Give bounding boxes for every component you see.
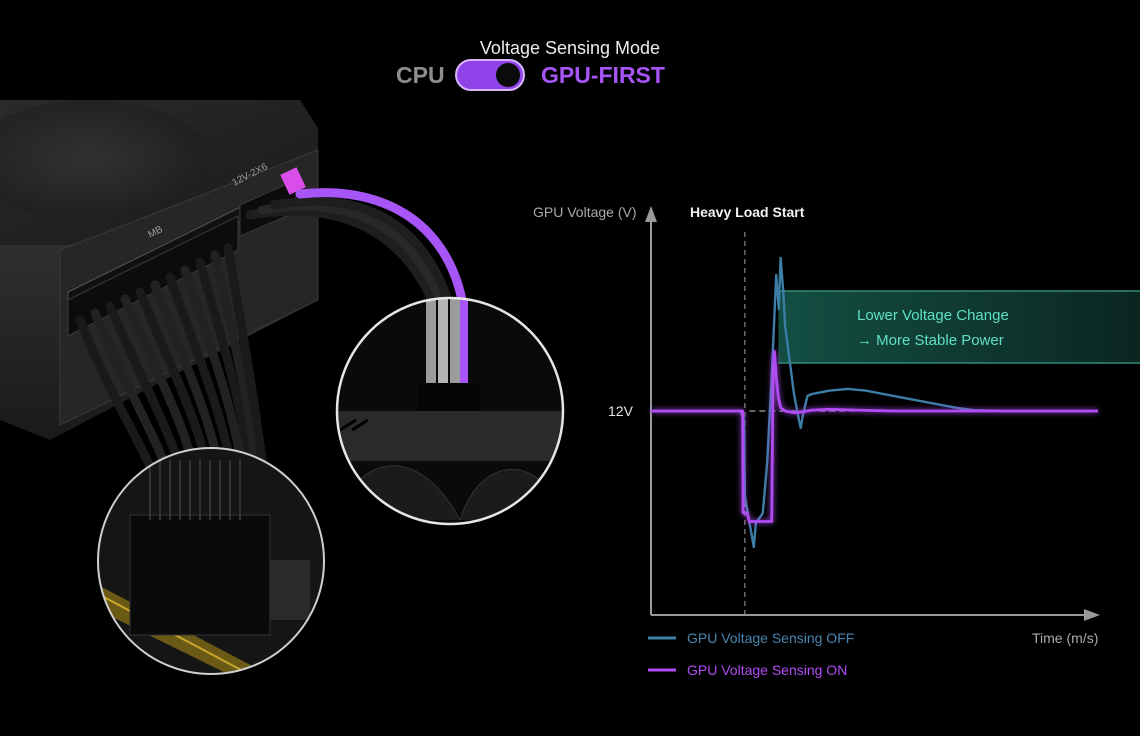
x-axis-label: Time (m/s) (1032, 630, 1098, 646)
series-group (651, 256, 1098, 549)
zoom-circle-mb-connector (97, 447, 325, 675)
legend-label-off: GPU Voltage Sensing OFF (687, 630, 854, 646)
callout-box (778, 291, 1140, 363)
gpu-cable-bundle (245, 188, 467, 305)
y-axis-arrow (645, 206, 657, 222)
legend-label-on: GPU Voltage Sensing ON (687, 662, 847, 678)
y-tick-label-12v: 12V (608, 403, 634, 419)
gpu-first-option-label[interactable]: GPU-FIRST (541, 62, 665, 88)
event-annotation-label: Heavy Load Start (690, 204, 805, 220)
cpu-option-label[interactable]: CPU (396, 62, 445, 88)
legend: GPU Voltage Sensing OFF GPU Voltage Sens… (648, 630, 854, 678)
mode-toggle-row: CPU GPU-FIRST (0, 58, 1140, 94)
callout-text-line2: → More Stable Power (857, 332, 1004, 349)
series-line-sensing-off (651, 256, 1098, 549)
toggle-knob (496, 63, 520, 87)
stability-callout (778, 290, 1140, 364)
callout-text-line1: Lower Voltage Change (857, 307, 1009, 324)
y-axis-label: GPU Voltage (V) (533, 204, 637, 220)
mode-toggle-switch[interactable] (455, 59, 525, 91)
x-axis-arrow (1084, 609, 1100, 621)
series-line-sensing-on (651, 350, 1098, 523)
voltage-sensing-mode-title: Voltage Sensing Mode (479, 38, 661, 58)
